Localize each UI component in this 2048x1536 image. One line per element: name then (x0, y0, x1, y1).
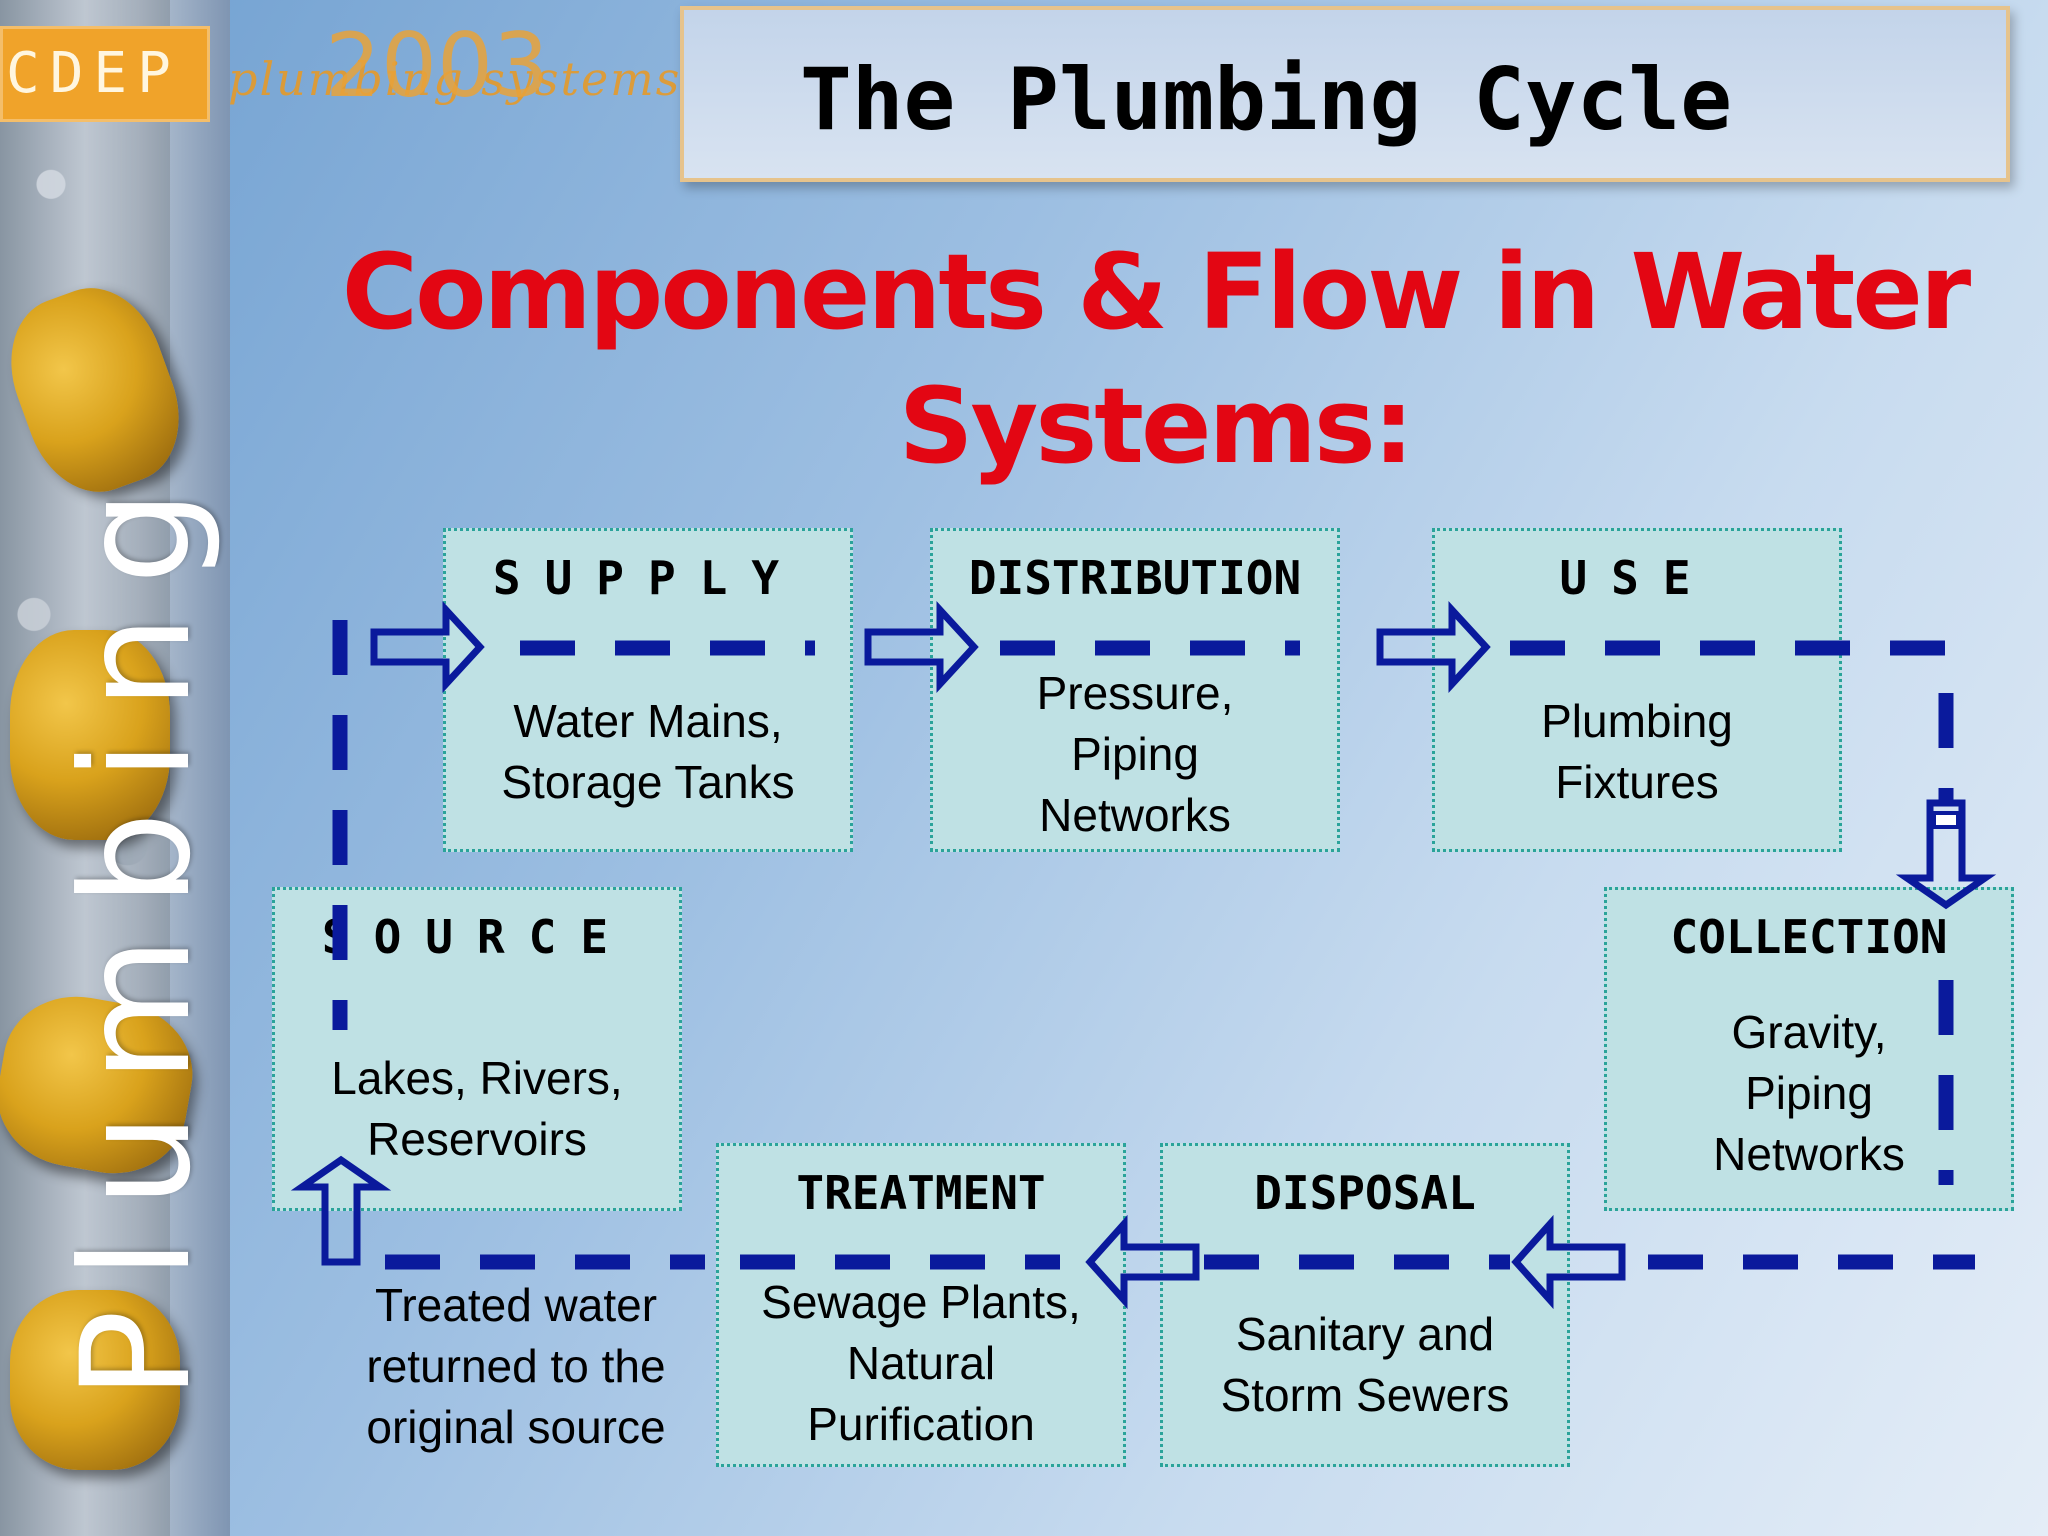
slide-subtitle: Components & Flow in Water Systems: (310, 225, 2000, 493)
subtitle-line-2: Systems: (898, 365, 1415, 487)
stage-text-line: Purification (807, 1398, 1035, 1450)
stage-text-line: Gravity, (1731, 1006, 1887, 1058)
arrow-right-icon (1376, 601, 1491, 693)
stage-text-line: Reservoirs (367, 1113, 587, 1165)
stage-description: Water Mains, Storage Tanks (446, 691, 850, 813)
arrow-down-notch (1932, 811, 1960, 829)
sidebar-decoration: Plumbing (0, 0, 230, 1536)
stage-supply: SUPPLY Water Mains, Storage Tanks (443, 528, 853, 852)
stage-text-line: Networks (1713, 1128, 1905, 1180)
logo-year: 2003 (325, 14, 549, 117)
stage-text-line: Networks (1039, 789, 1231, 841)
stage-text-line: Natural (846, 1337, 996, 1389)
return-caption: Treated water returned to the original s… (310, 1275, 722, 1458)
stage-collection: COLLECTION Gravity, Piping Networks (1604, 887, 2014, 1211)
stage-description: Sanitary and Storm Sewers (1163, 1304, 1567, 1426)
stage-description: Pressure, Piping Networks (933, 663, 1337, 846)
caption-line: returned to the (366, 1340, 666, 1392)
stage-text-line: Piping (1745, 1067, 1873, 1119)
stage-heading: SUPPLY (492, 551, 804, 605)
stage-heading: COLLECTION (1670, 910, 1948, 964)
pipe-fitting-image (10, 630, 170, 840)
stage-text-line: Plumbing (1541, 695, 1733, 747)
stage-text-line: Piping (1071, 728, 1199, 780)
stage-text-line: Storm Sewers (1220, 1369, 1510, 1421)
arrow-right-icon (864, 601, 979, 693)
stage-heading: DISPOSAL (1254, 1166, 1476, 1220)
arrow-left-icon (1085, 1214, 1200, 1310)
stage-text-line: Storage Tanks (501, 756, 795, 808)
cdep-logo: CDEP (0, 26, 210, 122)
stage-text-line: Pressure, (1036, 667, 1234, 719)
stage-heading: TREATMENT (796, 1166, 1046, 1220)
stage-heading: DISTRIBUTION (968, 551, 1302, 605)
subtitle-line-1: Components & Flow in Water (341, 231, 1971, 353)
arrow-up-icon (290, 1155, 392, 1266)
stage-heading: SOURCE (321, 910, 633, 964)
caption-line: Treated water (374, 1279, 658, 1331)
stage-description: Sewage Plants, Natural Purification (719, 1272, 1123, 1455)
pipe-fitting-image (10, 1290, 180, 1470)
stage-treatment: TREATMENT Sewage Plants, Natural Purific… (716, 1143, 1126, 1467)
stage-distribution: DISTRIBUTION Pressure, Piping Networks (930, 528, 1340, 852)
arrow-down-icon (1895, 799, 1997, 910)
stage-text-line: Lakes, Rivers, (331, 1052, 623, 1104)
stage-text-line: Fixtures (1555, 756, 1719, 808)
stage-description: Plumbing Fixtures (1435, 691, 1839, 813)
caption-line: original source (366, 1401, 666, 1453)
stage-heading: USE (1559, 551, 1715, 605)
stage-disposal: DISPOSAL Sanitary and Storm Sewers (1160, 1143, 1570, 1467)
stage-use: USE Plumbing Fixtures (1432, 528, 1842, 852)
stage-description: Gravity, Piping Networks (1607, 1002, 2011, 1185)
stage-text-line: Sewage Plants, (761, 1276, 1081, 1328)
stage-text-line: Sanitary and (1235, 1308, 1495, 1360)
arrow-right-icon (370, 601, 485, 693)
logo-subtitle: plumbing systems (228, 52, 682, 106)
arrow-left-icon (1511, 1214, 1626, 1310)
page-title: The Plumbing Cycle (800, 50, 1732, 150)
stage-description: Lakes, Rivers, Reservoirs (275, 1048, 679, 1170)
title-bar (680, 6, 2010, 182)
stage-text-line: Water Mains, (513, 695, 783, 747)
